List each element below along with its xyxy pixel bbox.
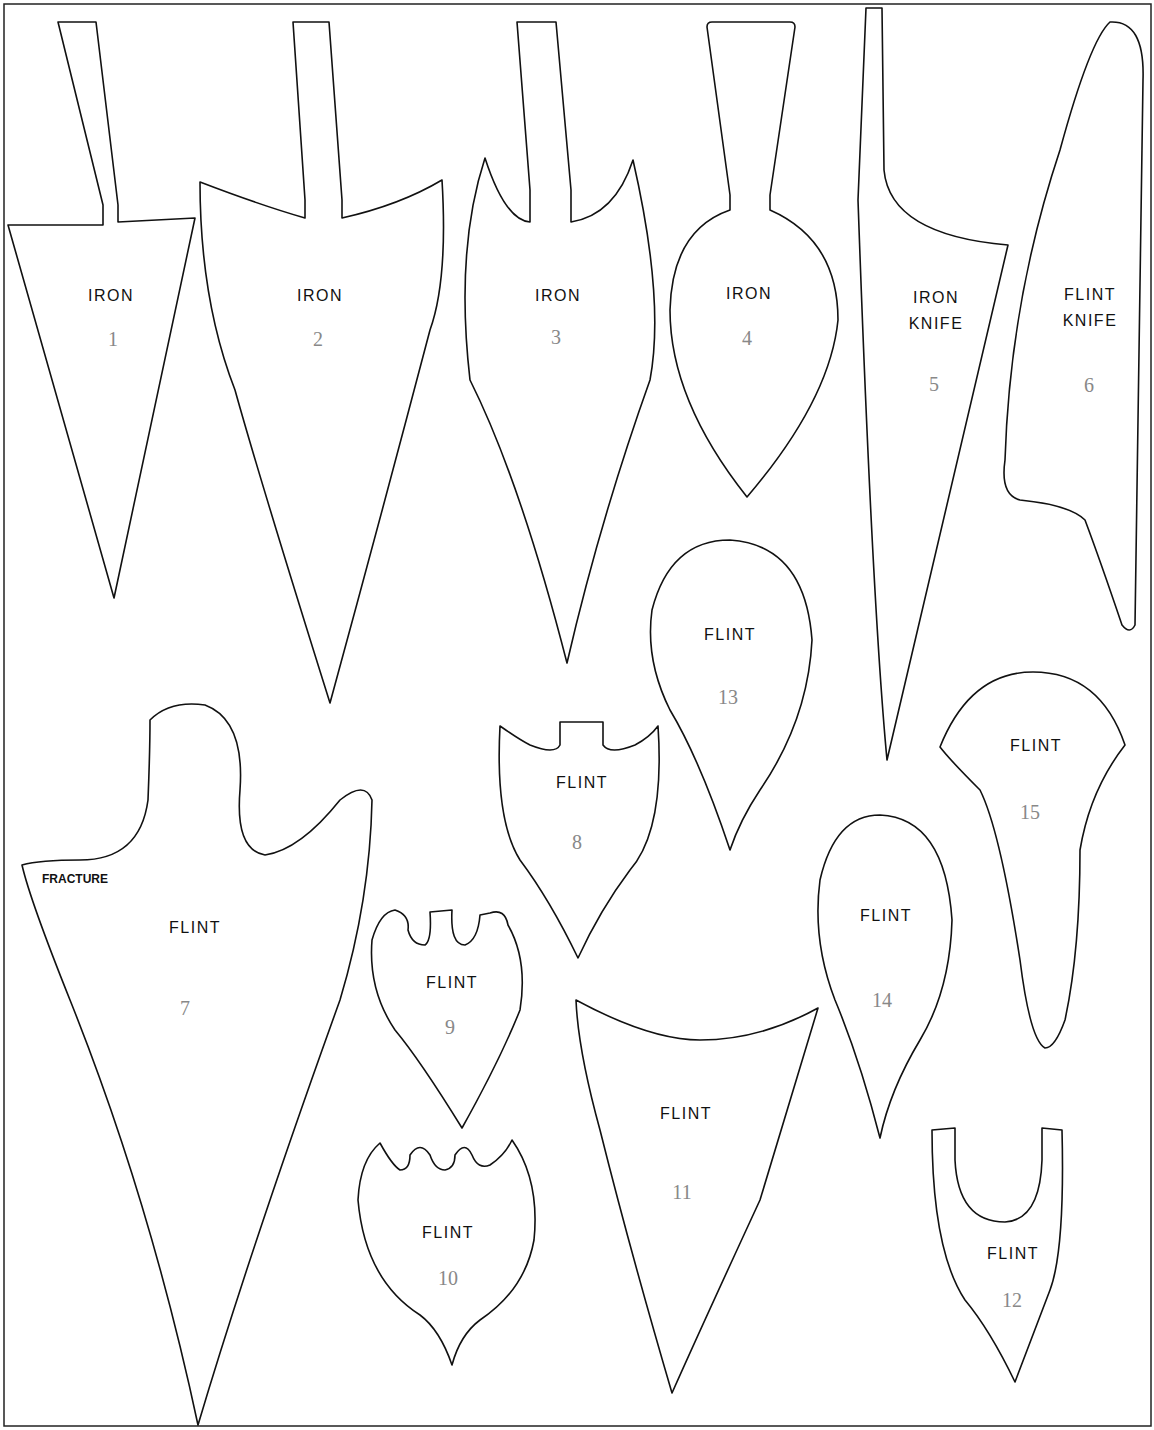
artifact-outline <box>371 910 522 1128</box>
arrowhead-outline: IRON 3 <box>465 18 640 668</box>
artifact-outline <box>650 540 812 850</box>
figure-number: 1 <box>108 328 118 351</box>
figure-number: 7 <box>180 997 190 1020</box>
arrowhead-outline: IRON KNIFE 5 <box>853 5 1013 765</box>
plate-border <box>4 4 1151 1426</box>
arrowhead-outline: FLINT 14 <box>810 810 957 1143</box>
fracture-note: FRACTURE <box>42 872 108 886</box>
arrowhead-outline: FLINT 13 <box>645 535 817 855</box>
arrowhead-outline: IRON 1 <box>5 18 200 603</box>
outline-svg <box>810 810 957 1143</box>
material-label: FLINT <box>169 915 221 941</box>
artifact-outline <box>818 815 952 1138</box>
figure-number: 13 <box>718 686 738 709</box>
outline-svg <box>5 18 200 603</box>
arrowhead-outline: FLINT 8 <box>495 718 663 963</box>
figure-number: 6 <box>1084 374 1094 397</box>
material-label: FLINT <box>422 1220 474 1246</box>
arrowhead-outline: FLINT KNIFE 6 <box>1000 15 1150 640</box>
figure-number: 10 <box>438 1267 458 1290</box>
material-label: FLINT KNIFE <box>1054 282 1126 333</box>
figure-number: 4 <box>742 327 752 350</box>
arrowhead-outline: FLINT 12 <box>927 1123 1067 1387</box>
material-label: IRON <box>535 283 581 309</box>
artifact-outline <box>858 8 1008 760</box>
artifact-outline <box>200 22 444 703</box>
figure-number: 9 <box>445 1016 455 1039</box>
figure-number: 8 <box>572 831 582 854</box>
material-label: FLINT <box>556 770 608 796</box>
outline-svg <box>15 698 377 1428</box>
artifact-outline <box>670 22 838 497</box>
figure-number: 2 <box>313 328 323 351</box>
artifact-outline <box>22 704 372 1425</box>
material-label: IRON KNIFE <box>900 285 972 336</box>
artifact-outline <box>576 1000 818 1393</box>
arrowhead-outline: FLINT 11 <box>570 995 823 1397</box>
figure-number: 11 <box>672 1181 691 1204</box>
outline-svg <box>353 1138 541 1370</box>
material-label: FLINT <box>660 1101 712 1127</box>
figure-number: 12 <box>1002 1289 1022 1312</box>
material-label: FLINT <box>860 903 912 929</box>
figure-number: 14 <box>872 989 892 1012</box>
material-label: FLINT <box>704 622 756 648</box>
material-label: FLINT <box>1010 733 1062 759</box>
artifact-outline <box>940 672 1125 1048</box>
figure-number: 5 <box>929 373 939 396</box>
material-label: IRON <box>726 281 772 307</box>
artifact-outline <box>358 1140 535 1365</box>
arrowhead-outline: IRON 4 <box>665 18 843 502</box>
outline-svg <box>195 18 447 708</box>
artifact-outline <box>8 22 195 598</box>
arrowhead-outline: FLINT 10 <box>353 1138 541 1370</box>
material-label: FLINT <box>987 1241 1039 1267</box>
material-label: FLINT <box>426 970 478 996</box>
arrowhead-outline: FRACTURE FLINT 7 <box>15 698 377 1428</box>
arrowhead-outline: FLINT 9 <box>366 905 531 1133</box>
material-label: IRON <box>88 283 134 309</box>
artifact-outline <box>932 1128 1063 1382</box>
outline-svg <box>570 995 823 1397</box>
figure-number: 3 <box>551 326 561 349</box>
arrowhead-outline: IRON 2 <box>195 18 447 708</box>
arrowhead-outline: FLINT 15 <box>935 667 1131 1053</box>
outline-svg <box>665 18 843 502</box>
figure-number: 15 <box>1020 801 1040 824</box>
artifact-outline <box>465 22 655 663</box>
artifact-outline <box>1004 22 1143 630</box>
artifact-outline <box>499 722 659 958</box>
outline-svg <box>935 667 1131 1053</box>
material-label: IRON <box>297 283 343 309</box>
